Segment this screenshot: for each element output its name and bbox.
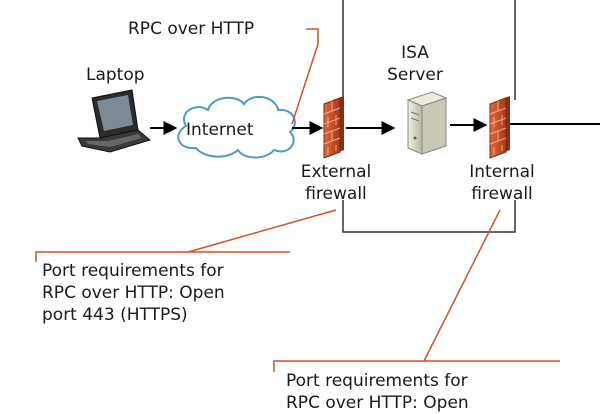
isa-server-icon xyxy=(406,91,448,155)
isa-server-label-line1: ISA xyxy=(401,43,429,63)
external-firewall-label: External firewall xyxy=(286,161,386,205)
internal-firewall-label: Internal firewall xyxy=(452,161,552,205)
internet-label: Internet xyxy=(186,120,254,140)
rpc-over-http-label: RPC over HTTP xyxy=(128,19,255,39)
external-port-line3: port 443 (HTTPS) xyxy=(42,305,188,325)
internal-port-line1: Port requirements for xyxy=(286,371,468,391)
isa-server-label: ISA Server xyxy=(380,42,450,86)
callout-rpc-over-http xyxy=(291,28,319,125)
external-port-requirements-text: Port requirements for RPC over HTTP: Ope… xyxy=(42,260,225,326)
network-diagram xyxy=(35,0,600,372)
isa-server-label-line2: Server xyxy=(387,65,443,85)
laptop-label: Laptop xyxy=(86,65,145,85)
internal-port-requirements-text: Port requirements for RPC over HTTP: Ope… xyxy=(286,370,469,414)
internal-firewall-icon xyxy=(489,96,510,159)
internal-port-line2: RPC over HTTP: Open xyxy=(286,393,469,413)
internal-firewall-label-line1: Internal xyxy=(469,162,535,182)
internal-firewall-label-line2: firewall xyxy=(471,184,533,204)
callout-external-port xyxy=(35,209,337,262)
external-firewall-icon xyxy=(323,96,344,159)
laptop-icon xyxy=(77,89,152,153)
callout-internal-port xyxy=(273,209,560,372)
internet-cloud-icon xyxy=(177,95,296,159)
external-firewall-label-line1: External xyxy=(300,162,372,182)
perimeter-network-box xyxy=(342,0,516,233)
external-firewall-label-line2: firewall xyxy=(305,184,367,204)
external-port-line1: Port requirements for xyxy=(42,261,224,281)
external-port-line2: RPC over HTTP: Open xyxy=(42,283,225,303)
